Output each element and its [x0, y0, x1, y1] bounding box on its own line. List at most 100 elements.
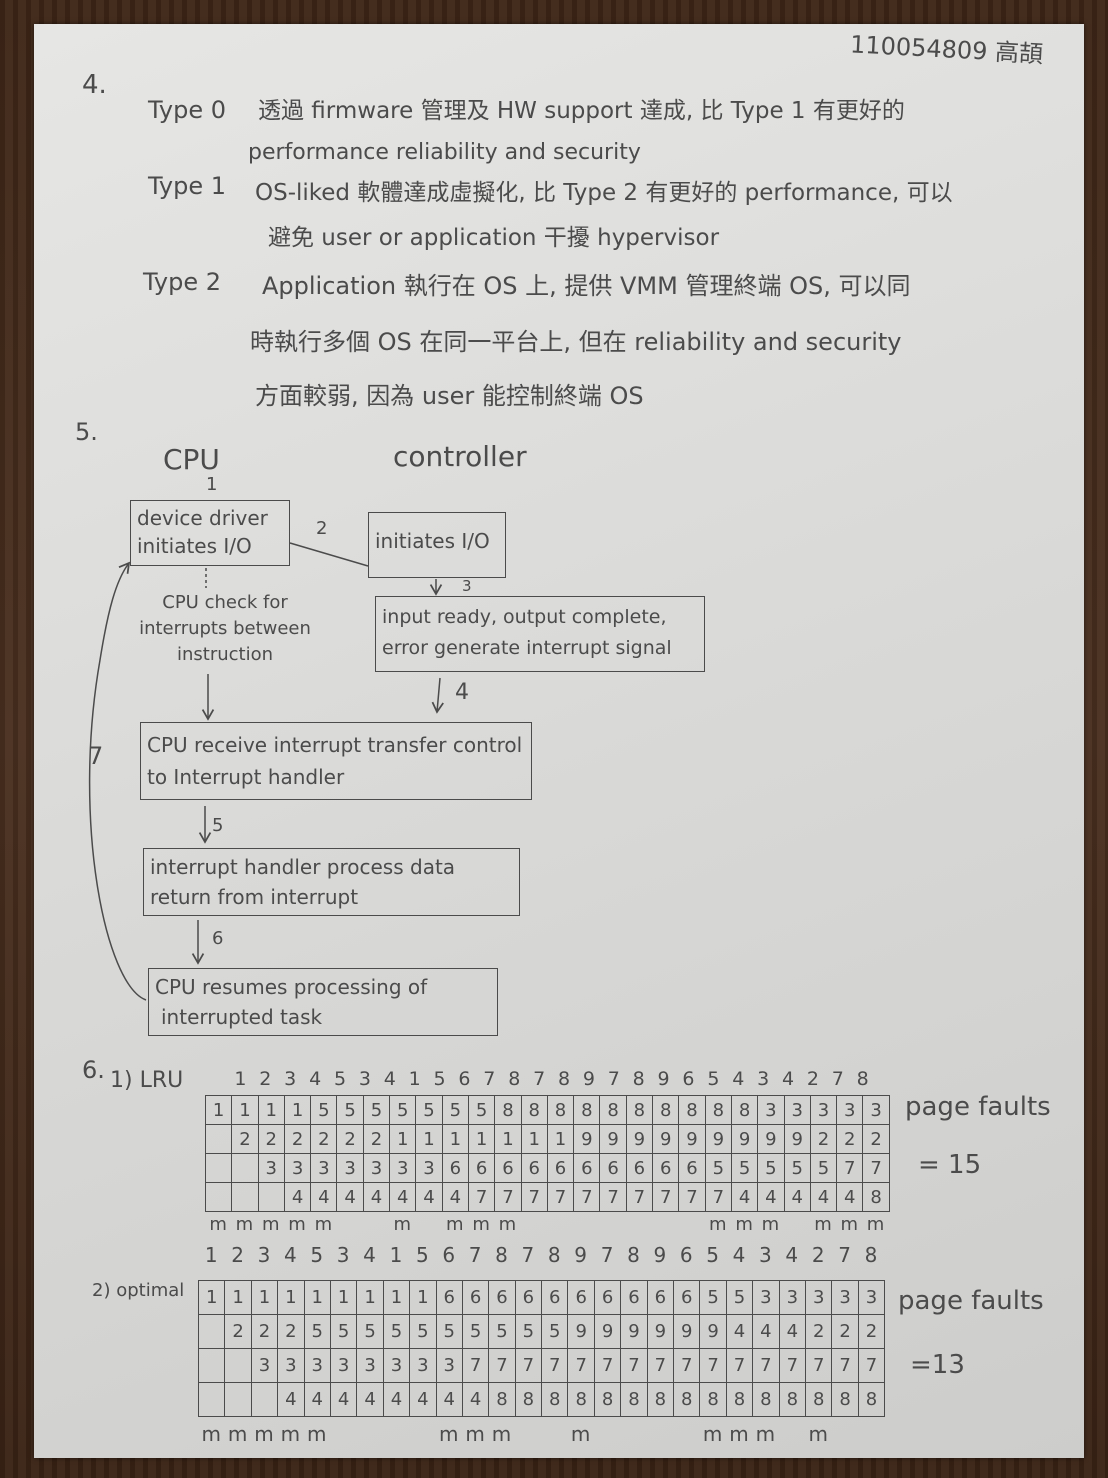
optimal-frame-cell: 6	[621, 1281, 648, 1315]
optimal-frame-cell: 8	[621, 1383, 648, 1417]
lru-page-faults-label: page faults	[905, 1092, 1051, 1122]
cpu-resumes-box: CPU resumes processing of interrupted ta…	[148, 968, 498, 1036]
optimal-frame-cell: 9	[621, 1315, 648, 1349]
optimal-frame-cell: 6	[594, 1281, 622, 1315]
optimal-frame-cell	[225, 1383, 252, 1417]
lru-frame-cell: 4	[442, 1183, 469, 1212]
lru-frame-cell	[206, 1154, 233, 1183]
lru-frame-cell: 3	[363, 1154, 391, 1183]
optimal-reference-number: 8	[627, 1243, 640, 1267]
lru-frame-cell: 2	[863, 1125, 890, 1154]
lru-frame-cell: 9	[626, 1125, 654, 1154]
optimal-reference-number: 3	[759, 1243, 772, 1267]
lru-fault-mark	[415, 1214, 441, 1235]
lru-reference-number: 4	[732, 1068, 745, 1090]
lru-reference-number: 5	[707, 1068, 720, 1090]
lru-frame-cell: 5	[337, 1096, 364, 1125]
lru-frame-cell: 3	[337, 1154, 364, 1183]
lru-frame-cell: 8	[547, 1096, 575, 1125]
lru-frame-cell: 4	[311, 1183, 338, 1212]
optimal-frame-cell: 9	[594, 1315, 622, 1349]
optimal-frame-cell: 8	[858, 1383, 886, 1417]
lru-frame-cell: 5	[784, 1154, 811, 1183]
optimal-frame-cell: 2	[251, 1315, 279, 1349]
optimal-reference-number: 1	[389, 1243, 403, 1267]
optimal-frame-cell: 3	[278, 1349, 305, 1383]
optimal-frame-cell: 4	[410, 1383, 437, 1417]
lru-frame-cell: 8	[574, 1096, 601, 1125]
step-number: 5	[212, 815, 224, 836]
lru-reference-number: 9	[582, 1068, 595, 1090]
optimal-frame-cell: 7	[832, 1349, 859, 1383]
optimal-frame-cell: 2	[225, 1315, 252, 1349]
lru-frame-cell: 1	[495, 1125, 522, 1154]
optimal-fault-mark: m	[808, 1422, 828, 1446]
step-number: 4	[455, 680, 469, 705]
optimal-frame-cell: 3	[357, 1349, 384, 1383]
lru-frame-cell: 6	[679, 1154, 706, 1183]
optimal-reference-number: 9	[653, 1243, 667, 1267]
lru-frame-cell: 3	[390, 1154, 417, 1183]
optimal-frame-cell: 2	[278, 1315, 305, 1349]
lru-frame-cell	[206, 1125, 233, 1154]
optimal-frame-cell: 8	[726, 1383, 754, 1417]
optimal-frame-cell: 4	[304, 1383, 331, 1417]
optimal-fault-mark	[858, 1422, 884, 1446]
optimal-frame-cell: 1	[330, 1281, 358, 1315]
lru-frame-cell: 7	[574, 1183, 601, 1212]
lru-fault-mark: m	[314, 1214, 333, 1235]
lru-frame-cell	[206, 1183, 233, 1212]
lru-frame-cell: 6	[468, 1154, 496, 1183]
lru-reference-number: 6	[682, 1068, 695, 1090]
optimal-frame-cell: 6	[568, 1281, 595, 1315]
lru-fault-mark	[784, 1214, 810, 1235]
optimal-frame-cell: 8	[515, 1383, 543, 1417]
lru-frame-cell: 1	[206, 1096, 233, 1125]
optimal-frame-cell: 5	[410, 1315, 437, 1349]
optimal-fault-mark	[515, 1422, 541, 1446]
optimal-frame-cell: 1	[251, 1281, 279, 1315]
lru-page-faults-value: = 15	[918, 1150, 982, 1180]
optimal-frame-cell: 5	[462, 1315, 490, 1349]
lru-frame-cell: 5	[468, 1096, 496, 1125]
lru-fault-mark: m	[288, 1214, 306, 1235]
lru-frame-cell: 4	[810, 1183, 838, 1212]
optimal-fault-mark: m	[465, 1422, 485, 1446]
optimal-frame-cell: 6	[436, 1281, 463, 1315]
optimal-reference-number: 3	[336, 1243, 350, 1267]
question-4-number: 4.	[82, 70, 107, 100]
lru-frame-cell: 5	[390, 1096, 417, 1125]
optimal-reference-number: 4	[785, 1243, 799, 1267]
lru-frame-cell: 4	[731, 1183, 759, 1212]
lru-fault-mark	[626, 1214, 652, 1235]
optimal-reference-number: 3	[257, 1243, 271, 1267]
optimal-fault-mark: m	[729, 1422, 749, 1446]
optimal-reference-number: 2	[231, 1243, 244, 1267]
optimal-frame-cell: 6	[542, 1281, 569, 1315]
optimal-frame-cell: 6	[647, 1281, 675, 1315]
optimal-frame-cell: 3	[832, 1281, 859, 1315]
optimal-fault-mark	[409, 1422, 435, 1446]
step-number: 7	[88, 742, 104, 770]
lru-frame-cell: 9	[679, 1125, 706, 1154]
lru-frame-cell: 9	[574, 1125, 601, 1154]
optimal-frame-cell: 8	[647, 1383, 675, 1417]
type-0-line: 透過 firmware 管理及 HW support 達成, 比 Type 1 …	[258, 98, 905, 124]
student-id: 110054809	[849, 30, 989, 66]
lru-frame-cell: 4	[337, 1183, 364, 1212]
lru-frame-cell: 3	[758, 1096, 785, 1125]
lru-fault-mark: m	[209, 1214, 227, 1235]
optimal-frame-cell: 8	[832, 1383, 859, 1417]
lru-frame-cell: 6	[442, 1154, 469, 1183]
type-1-label: Type 1	[148, 172, 227, 200]
optimal-frame-cell: 5	[383, 1315, 411, 1349]
student-name: 高頡	[994, 37, 1044, 69]
lru-frame-cell: 4	[416, 1183, 443, 1212]
optimal-frame-cell: 5	[542, 1315, 569, 1349]
optimal-frame-cell: 1	[383, 1281, 411, 1315]
